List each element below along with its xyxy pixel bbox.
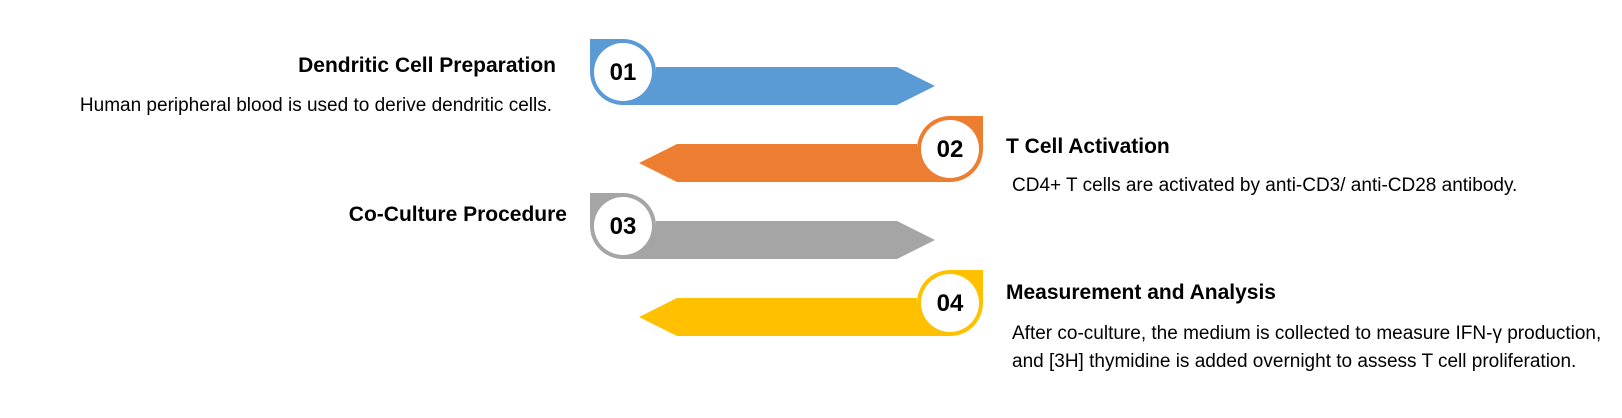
step-03-arrow: 03 [590,193,935,259]
step-02-title: T Cell Activation [1006,135,1170,158]
step-01-number-circle [594,43,652,101]
step-02-arrow: 02 [639,116,983,182]
step-01-number: 01 [610,59,637,86]
step-01-description: Human peripheral blood is used to derive… [79,95,552,116]
step-03-number-circle [594,197,652,255]
step-02-description: CD4+ T cells are activated by anti-CD3/ … [1012,175,1518,196]
step-04-arrow: 04 [639,270,983,336]
step-01-title: Dendritic Cell Preparation [298,54,556,77]
step-01-arrow: 01 [590,39,935,105]
step-04-arrow-shape [639,270,983,336]
step-04-title: Measurement and Analysis [1006,281,1276,304]
step-03-number: 03 [610,213,637,240]
step-02-number: 02 [937,136,964,163]
step-04-number: 04 [937,290,964,317]
step-04-description: After co-culture, the medium is collecte… [1012,323,1602,372]
step-03-arrow-shape [590,193,935,259]
step-02-number-circle [921,120,979,178]
step-02-arrow-shape [639,116,983,182]
step-03-title: Co-Culture Procedure [348,203,567,226]
step-01-arrow-shape [590,39,935,105]
step-04-number-circle [921,274,979,332]
